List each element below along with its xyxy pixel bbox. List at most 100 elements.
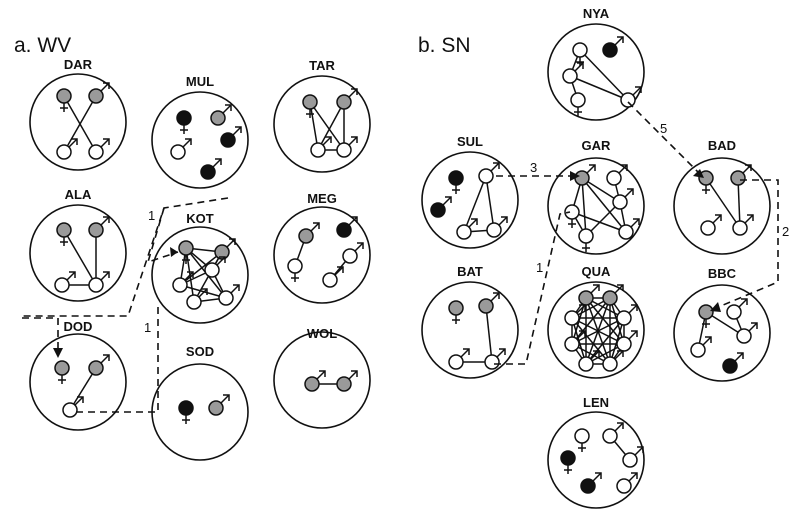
individual-gray-male [210,104,232,126]
individual-white-male [88,271,110,293]
association-edge [737,177,741,229]
group-label: SUL [457,134,483,149]
individual-gray-male [208,394,230,416]
group-label: DOD [64,319,93,334]
individual-white-female [578,228,594,252]
group-label: SOD [186,344,214,359]
individual-white-male [612,188,634,210]
group-WOL: WOL [273,326,371,429]
panel-title-sn: b. SN [418,34,471,57]
group-SOD: SOD [151,344,249,461]
group-label: ALA [65,187,92,202]
arrowhead [570,171,580,181]
individual-black-male [336,216,358,238]
transfer-DOD: 1 [22,302,159,413]
individual-white-male [478,162,500,184]
transfer-count: 2 [782,224,789,239]
group-KOT: KOT [151,211,249,324]
individual-white-female [570,92,586,116]
individual-white-male [342,242,364,264]
individual-white-male [322,266,344,288]
association-edge [463,175,487,233]
individual-white-male [616,472,638,494]
individual-white-male [616,304,638,326]
association-edge [571,317,611,365]
transfer-ALA-KOT: 1 [21,197,229,318]
individual-white-male [62,396,84,418]
group-label: KOT [186,211,214,226]
individual-black-female [448,170,464,194]
group-SUL: SUL [421,134,519,249]
association-edge [69,367,97,411]
individual-white-male [186,288,208,310]
arrowhead [710,302,721,312]
individual-white-male [204,256,226,278]
group-label: LEN [583,395,609,410]
association-edge [569,75,629,101]
association-edge [317,101,345,151]
individual-white-female [572,42,588,66]
individual-white-male [218,284,240,306]
individual-gray-male [602,284,624,306]
group-BAD: BAD [673,138,771,255]
individual-gray-male [574,164,596,186]
association-edge [309,101,345,151]
transfer-count: 5 [660,121,667,136]
individual-white-male [484,348,506,370]
panel-title-wv: a. WV [14,34,71,57]
individual-white-male [562,62,584,84]
individual-black-male [580,472,602,494]
transfer-count: 1 [144,320,151,335]
individual-black-female [178,400,194,424]
transfer-count: 1 [148,208,155,223]
group-label: MUL [186,74,214,89]
group-BBC: BBC [673,266,771,382]
group-TAR: TAR [273,58,371,173]
individual-white-female [564,204,580,228]
individual-white-male [564,304,586,326]
group-label: GAR [582,138,612,153]
group-NYA: NYA [547,6,645,121]
group-label: BAD [708,138,736,153]
individual-gray-female [56,88,72,112]
individual-gray-male [304,370,326,392]
arrowhead [53,348,63,358]
group-label: NYA [583,6,610,21]
group-label: DAR [64,57,93,72]
transfer-count: 1 [536,260,543,275]
group-label: BAT [457,264,483,279]
individual-white-male [56,138,78,160]
association-edge [309,101,319,151]
transfer-BAD-BBC: 2 [710,179,789,312]
group-DOD: DOD [29,319,127,431]
individual-white-male [700,214,722,236]
group-label: QUA [582,264,612,279]
association-edge [581,177,587,237]
group-label: BBC [708,266,737,281]
association-edge [485,175,495,231]
individual-gray-male [478,292,500,314]
association-edge [571,317,625,345]
individual-gray-male [298,222,320,244]
individual-white-male [732,214,754,236]
individual-black-male [430,196,452,218]
transfer-SUL-GAR: 3 [496,160,580,181]
group-DAR: DAR [29,57,127,171]
transfer-count: 3 [530,160,537,175]
group-label: TAR [309,58,335,73]
individual-white-male [88,138,110,160]
individual-white-male [736,322,758,344]
individual-gray-male [88,82,110,104]
individual-white-male [616,330,638,352]
association-edge [581,177,627,233]
individual-white-male [564,330,586,352]
individual-black-female [176,110,192,134]
individual-white-male [486,216,508,238]
individual-white-male [448,348,470,370]
individual-gray-male [336,370,358,392]
group-MUL: MUL [151,74,249,189]
association-edge [585,201,621,237]
individual-gray-female [302,94,318,118]
individual-white-male [456,218,478,240]
